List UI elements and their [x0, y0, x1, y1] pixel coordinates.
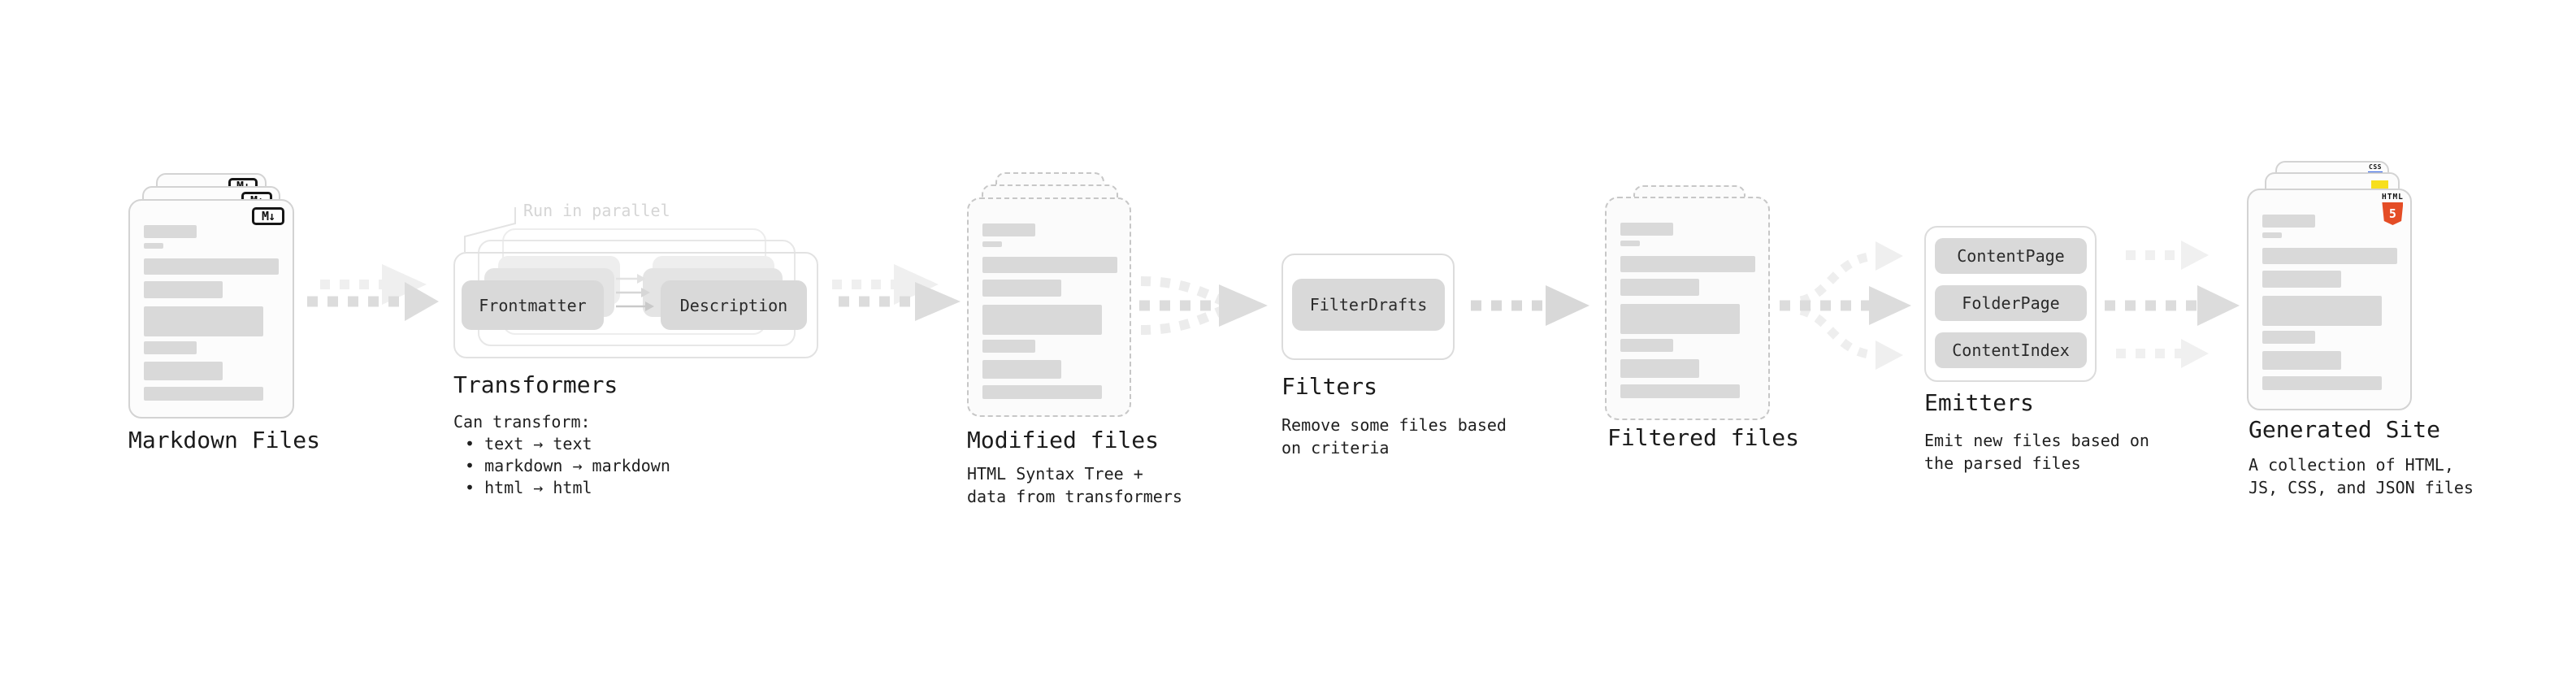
filter-drafts-node: FilterDrafts	[1292, 279, 1445, 331]
file-content-bar	[2262, 215, 2315, 228]
flow-arrow-emitters-to-generated	[2105, 241, 2240, 368]
file-content-bar	[982, 360, 1061, 379]
markdown-icon: M↓	[252, 207, 284, 225]
emitters-caption: Emit new files based on the parsed files	[1924, 429, 2149, 475]
stage-title-generated-site: Generated Site	[2249, 416, 2441, 443]
transformers-bullet-list: • text → text • markdown → markdown • ht…	[465, 433, 670, 499]
caption-line: on criteria	[1281, 438, 1390, 458]
file-content-bar	[144, 362, 223, 380]
flow-arrow-markdown-to-transformers	[307, 264, 439, 321]
generated-site-caption: A collection of HTML, JS, CSS, and JSON …	[2249, 453, 2474, 499]
folder-page-node: FolderPage	[1935, 285, 2087, 321]
content-page-node: ContentPage	[1935, 238, 2087, 274]
file-content-bar	[2262, 376, 2382, 390]
file-content-bar	[1620, 339, 1673, 352]
file-content-bar	[1620, 279, 1699, 296]
file-content-bar	[1620, 256, 1755, 272]
javascript-icon	[2371, 180, 2388, 189]
stage-title-transformers: Transformers	[453, 371, 618, 398]
bullet-item: • markdown → markdown	[465, 456, 670, 475]
file-content-bar	[2262, 271, 2341, 288]
run-in-parallel-annotation: Run in parallel	[523, 201, 670, 220]
file-content-bar	[2262, 351, 2341, 370]
stage-title-filtered-files: Filtered files	[1607, 424, 1800, 451]
html5-icon: HTML 5	[2382, 193, 2404, 225]
file-content-bar	[982, 280, 1061, 297]
flow-arrow-filtered-to-emitters	[1780, 241, 1911, 370]
caption-line: JS, CSS, and JSON files	[2249, 478, 2474, 497]
file-content-bar	[2262, 248, 2397, 264]
file-content-bar	[144, 225, 197, 238]
file-content-bar	[982, 305, 1102, 335]
bullet-item: • text → text	[465, 434, 592, 453]
stage-title-markdown-files: Markdown Files	[128, 427, 321, 453]
caption-line: Emit new files based on	[1924, 431, 2149, 450]
file-content-bar	[1620, 241, 1640, 246]
file-content-bar	[982, 223, 1035, 236]
file-content-bar	[144, 306, 263, 336]
modified-files-caption: HTML Syntax Tree + data from transformer…	[967, 462, 1182, 508]
caption-line: HTML Syntax Tree +	[967, 464, 1143, 484]
file-content-bar	[1620, 304, 1740, 334]
filters-caption: Remove some files based on criteria	[1281, 414, 1507, 459]
file-content-bar	[144, 258, 279, 275]
file-content-bar	[1620, 359, 1699, 378]
caption-line: Remove some files based	[1281, 415, 1507, 435]
file-content-bar	[144, 281, 223, 298]
stage-title-filters: Filters	[1281, 373, 1378, 400]
caption-line: data from transformers	[967, 487, 1182, 506]
flow-arrow-transformers-to-modified	[832, 264, 961, 321]
file-content-bar	[982, 241, 1002, 247]
caption-line: A collection of HTML,	[2249, 455, 2454, 475]
file-content-bar	[2262, 232, 2282, 238]
file-content-bar	[1620, 223, 1673, 236]
transformer-layer-outline-1	[453, 252, 818, 358]
modified-file-card	[967, 197, 1131, 417]
content-index-node: ContentIndex	[1935, 332, 2087, 368]
stage-title-emitters: Emitters	[1924, 389, 2034, 416]
file-content-bar	[982, 340, 1035, 353]
file-content-bar	[2262, 331, 2315, 344]
description-node: Description	[661, 280, 807, 330]
flow-arrow-modified-to-filters	[1139, 276, 1268, 335]
file-content-bar	[2262, 296, 2382, 326]
flow-arrow-filters-to-filtered	[1471, 285, 1589, 326]
file-content-bar	[1620, 384, 1740, 398]
html5-icon-label: HTML	[2382, 193, 2404, 202]
file-content-bar	[144, 341, 197, 354]
caption-line: the parsed files	[1924, 453, 2081, 473]
frontmatter-node: Frontmatter	[462, 280, 604, 330]
transformers-caption: Can transform:	[453, 412, 591, 432]
file-content-bar	[144, 243, 163, 249]
bullet-item: • html → html	[465, 478, 592, 497]
html5-icon-shield: 5	[2382, 202, 2404, 225]
filtered-file-card	[1605, 197, 1770, 420]
file-content-bar	[982, 257, 1117, 273]
markdown-file-card: M↓	[128, 199, 294, 419]
css-icon-label: CSS	[2369, 163, 2382, 171]
file-content-bar	[144, 387, 263, 401]
file-content-bar	[982, 385, 1102, 399]
stage-title-modified-files: Modified files	[967, 427, 1160, 453]
generated-html-file-card: HTML 5	[2247, 189, 2412, 410]
